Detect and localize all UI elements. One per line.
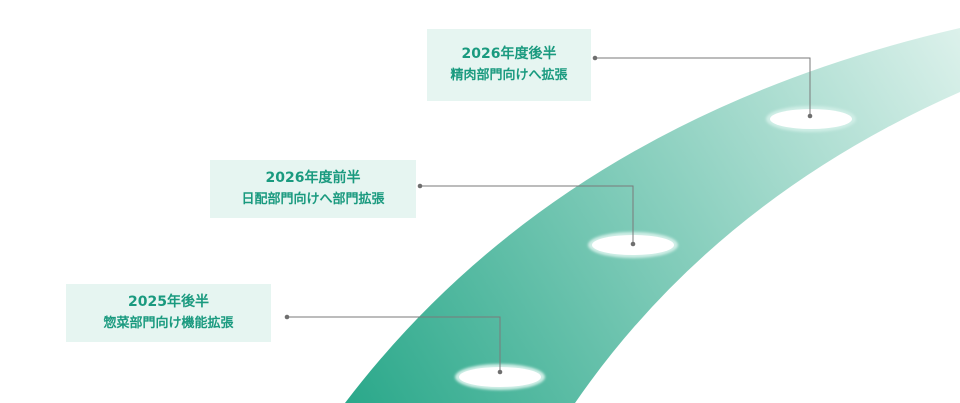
connector-2-start-dot [417, 183, 423, 189]
milestone-stop-3 [770, 109, 852, 129]
connector-2-end-dot [630, 241, 636, 247]
milestone-period: 2026年度前半 [265, 170, 361, 186]
milestone-card-2026-h1: 2026年度前半 日配部門向けへ部門拡張 [210, 160, 416, 218]
milestone-card-2025-h2: 2025年後半 惣菜部門向け機能拡張 [66, 284, 271, 342]
connector-1 [287, 316, 501, 372]
milestone-card-2026-h2: 2026年度後半 精肉部門向けへ拡張 [427, 29, 591, 101]
milestone-description: 精肉部門向けへ拡張 [450, 68, 568, 83]
milestone-period: 2026年度後半 [461, 46, 557, 62]
connector-3-start-dot [592, 55, 598, 61]
connector-3 [595, 57, 811, 116]
connector-1-start-dot [284, 314, 290, 320]
connector-3-end-dot [807, 113, 813, 119]
milestone-description: 惣菜部門向け機能拡張 [103, 316, 234, 331]
connector-2 [420, 185, 634, 244]
milestone-description: 日配部門向けへ部門拡張 [241, 192, 385, 207]
connector-1-end-dot [497, 369, 503, 375]
milestone-stop-1 [459, 367, 541, 387]
milestone-period: 2025年後半 [128, 294, 209, 310]
